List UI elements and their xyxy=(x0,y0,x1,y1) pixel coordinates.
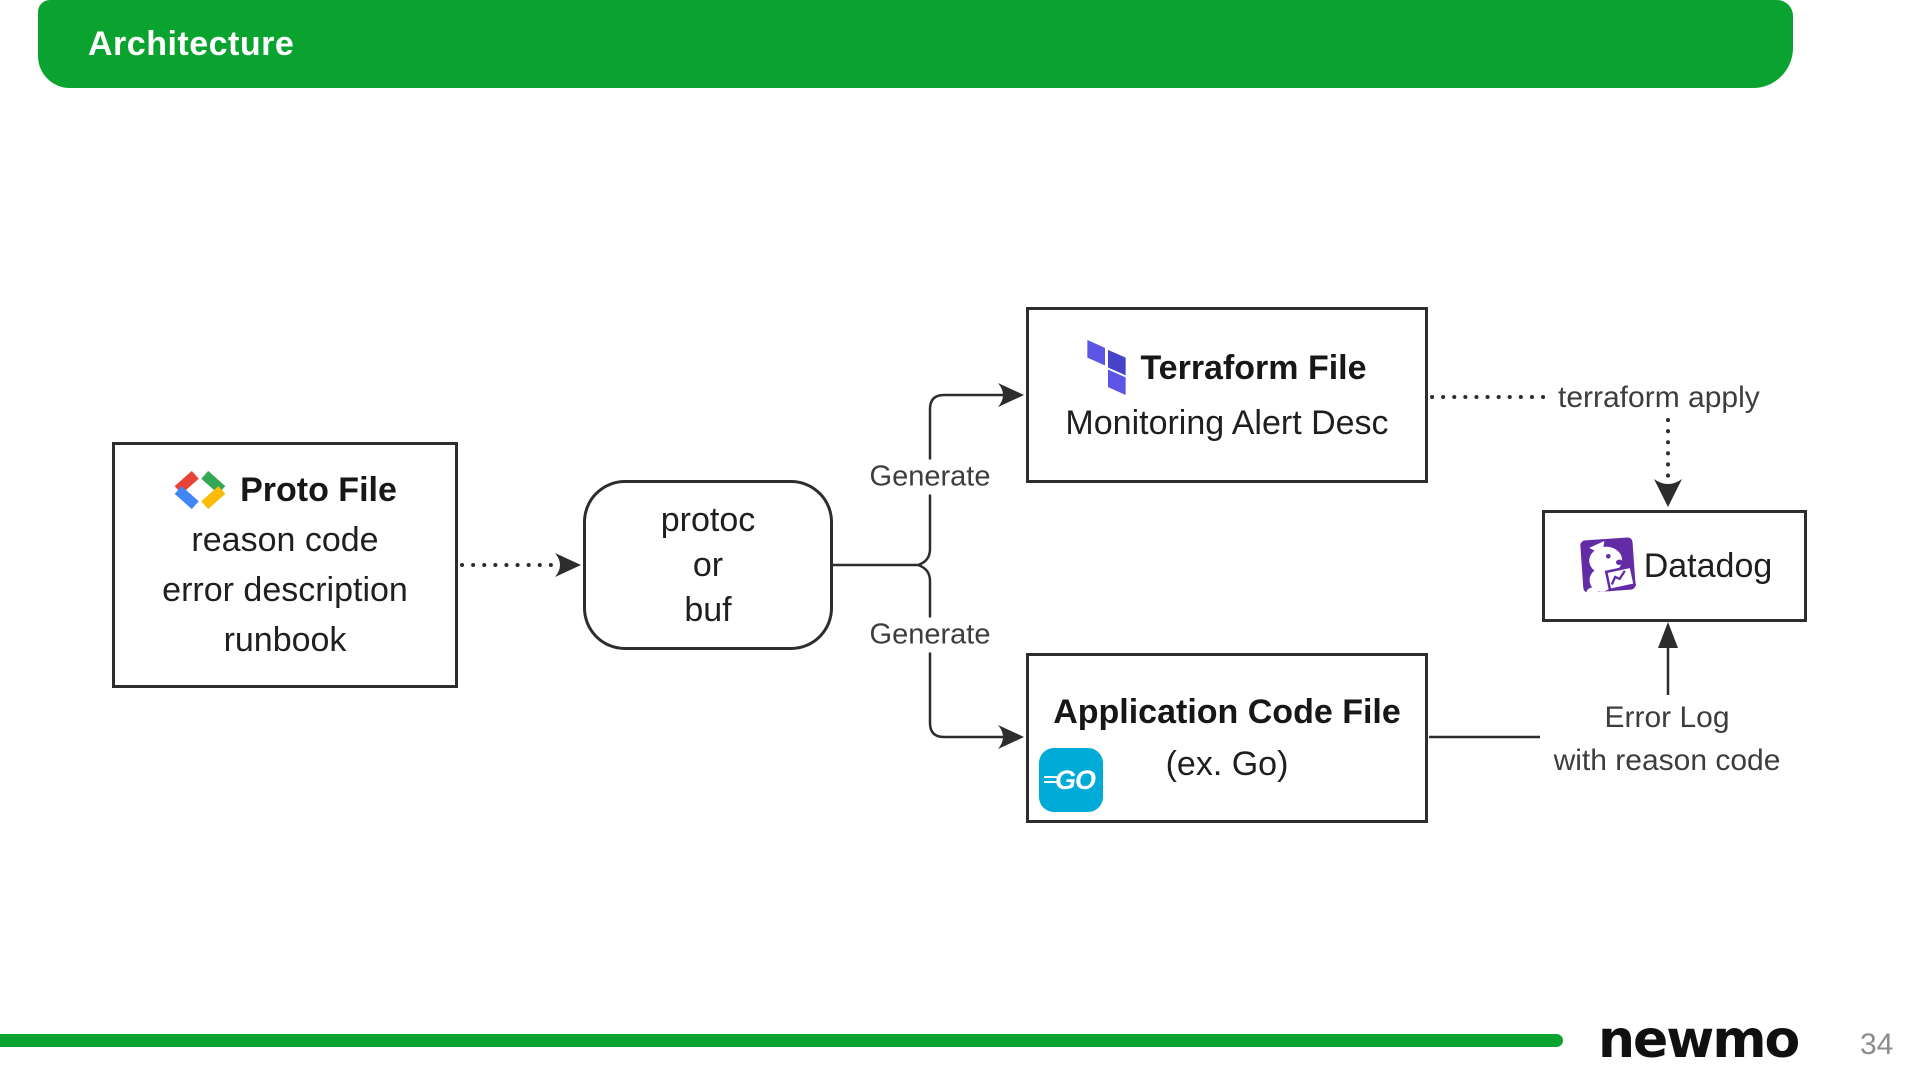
arrowhead-app xyxy=(998,725,1024,749)
page-number: 34 xyxy=(1860,1028,1894,1061)
terraform-icon xyxy=(1087,340,1127,396)
application-code-box: Application Code File (ex. Go) GO xyxy=(1026,653,1428,823)
protoc-line: buf xyxy=(684,590,732,629)
generate-label-top: Generate xyxy=(862,459,998,495)
error-log-line2: with reason code xyxy=(1553,744,1781,777)
terraform-file-box: Terraform File Monitoring Alert Desc xyxy=(1026,307,1428,483)
protobuf-chevrons-icon xyxy=(174,471,226,509)
protoc-box: protoc or buf xyxy=(583,480,833,650)
application-code-subtitle: (ex. Go) xyxy=(1165,745,1289,783)
datadog-dog-icon xyxy=(1580,537,1636,598)
error-log-line1: Error Log xyxy=(1604,701,1730,734)
arrowhead-datadog-top xyxy=(1654,479,1682,507)
arrowhead-protoc xyxy=(555,553,581,577)
go-speedlines-icon xyxy=(1044,776,1057,785)
application-code-title: Application Code File xyxy=(1053,693,1401,731)
page-title: Architecture xyxy=(88,24,295,63)
proto-file-title-row: Proto File xyxy=(173,465,397,515)
terraform-file-subtitle: Monitoring Alert Desc xyxy=(1065,404,1389,442)
proto-file-line: reason code xyxy=(191,521,379,559)
arrowhead-terraform xyxy=(998,383,1024,407)
protoc-line: protoc xyxy=(660,500,756,539)
proto-file-box: Proto File reason code error description… xyxy=(112,442,458,688)
protoc-line: or xyxy=(692,545,724,584)
terraform-file-title: Terraform File xyxy=(1140,349,1367,387)
datadog-label: Datadog xyxy=(1643,546,1773,585)
go-icon: GO xyxy=(1039,748,1103,812)
terraform-apply-label: terraform apply xyxy=(1556,380,1762,416)
datadog-box: Datadog xyxy=(1542,510,1807,622)
go-icon-label: GO xyxy=(1054,765,1096,795)
error-log-label: Error Log with reason code xyxy=(1546,695,1788,783)
slide-header: Architecture xyxy=(38,0,1793,88)
proto-file-line: error description xyxy=(162,571,408,609)
arrowhead-datadog-bottom xyxy=(1658,622,1678,648)
generate-label-bottom: Generate xyxy=(862,617,998,653)
footer-accent-bar xyxy=(0,1034,1563,1047)
proto-file-line: runbook xyxy=(223,621,347,659)
terraform-title-row: Terraform File xyxy=(1087,340,1367,396)
edge-generate-terraform xyxy=(917,393,1004,567)
proto-file-title: Proto File xyxy=(240,471,397,509)
edge-generate-app xyxy=(917,563,1004,739)
newmo-logo: newmo xyxy=(1598,1010,1800,1070)
